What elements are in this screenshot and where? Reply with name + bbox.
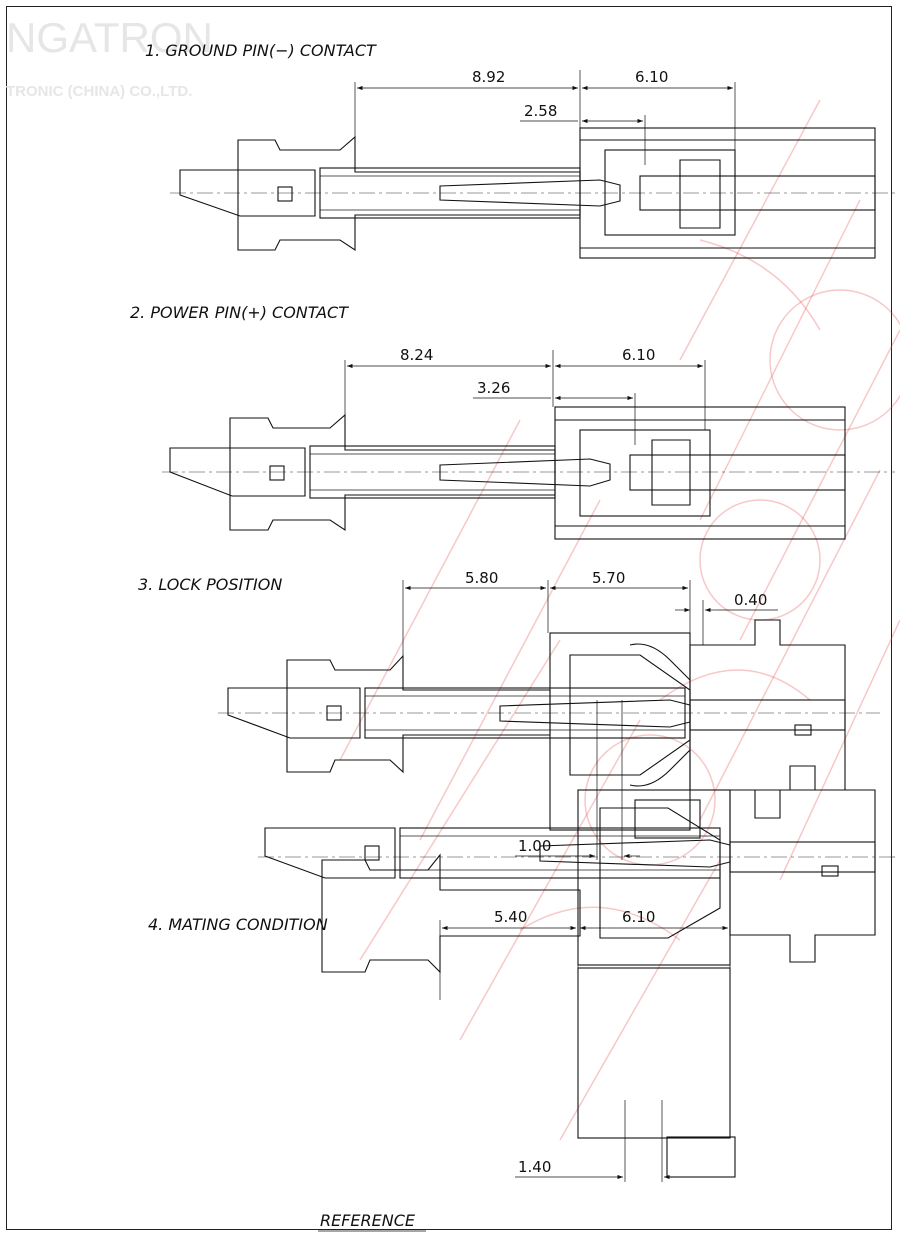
dim-2a: 8.24 (400, 346, 433, 364)
dim-4d: 1.40 (518, 1158, 551, 1176)
dim-3b: 5.70 (592, 569, 625, 587)
dim-3a: 5.80 (465, 569, 498, 587)
dim-2b: 6.10 (622, 346, 655, 364)
drawing-frame (6, 6, 892, 1230)
section-title-3: 3. LOCK POSITION (138, 575, 282, 594)
section-title-4: 4. MATING CONDITION (148, 915, 328, 934)
reference-label: REFERENCE (320, 1211, 416, 1230)
dim-2c: 3.26 (477, 379, 510, 397)
dim-1b: 6.10 (635, 68, 668, 86)
red-watermark-lines (339, 99, 900, 1141)
section-title-1: 1. GROUND PIN(−) CONTACT (145, 41, 377, 60)
dim-1a: 8.92 (472, 68, 505, 86)
dim-4b: 6.10 (622, 908, 655, 926)
dim-1c: 2.58 (524, 102, 557, 120)
dim-3c: 0.40 (734, 591, 767, 609)
section-ground-pin: 1. GROUND PIN(−) CONTACT 8.92 6.10 2.58 (145, 41, 895, 259)
section-mating-condition: 4. MATING CONDITION 5.40 6.10 1.40 (148, 765, 895, 1182)
dim-4a: 5.40 (494, 908, 527, 926)
section-power-pin: 2. POWER PIN(+) CONTACT 8.24 6.10 3.26 (130, 303, 895, 540)
section-title-2: 2. POWER PIN(+) CONTACT (130, 303, 349, 322)
dim-3d: 1.00 (518, 837, 551, 855)
watermark-company: TRONIC (CHINA) CO.,LTD. (6, 83, 192, 100)
section-lock-position: 3. LOCK POSITION 5.80 5.70 0.40 (138, 569, 880, 860)
watermark-brand: NGATRON (6, 14, 213, 61)
